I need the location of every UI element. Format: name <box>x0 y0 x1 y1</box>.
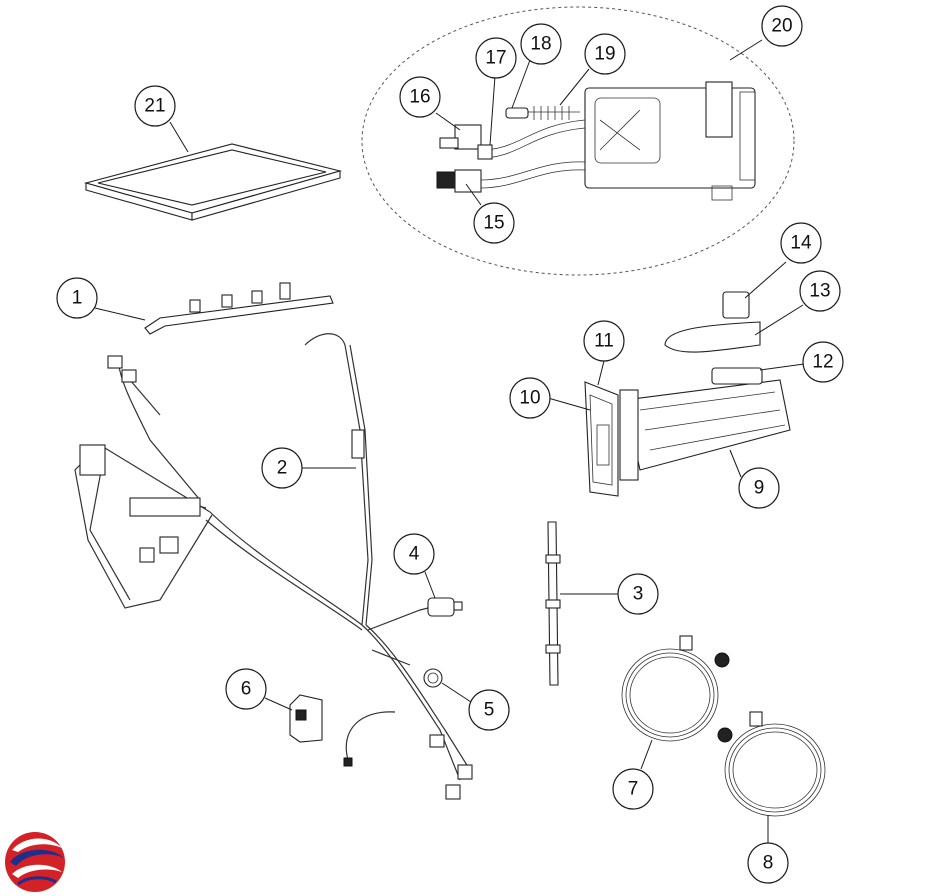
svg-text:10: 10 <box>519 388 540 409</box>
svg-text:20: 20 <box>771 16 792 37</box>
callout-17: 17 <box>475 37 517 79</box>
svg-text:2: 2 <box>277 458 288 479</box>
callout-13: 13 <box>799 270 841 312</box>
callout-20: 20 <box>761 5 803 47</box>
part-14-cap[interactable] <box>722 291 750 319</box>
svg-text:5: 5 <box>484 700 495 721</box>
callout-14: 14 <box>780 222 822 264</box>
part-5-round-sensor[interactable] <box>423 668 443 688</box>
part-4-sensor[interactable] <box>427 597 463 617</box>
svg-text:18: 18 <box>530 34 551 55</box>
svg-text:4: 4 <box>409 544 420 565</box>
svg-text:8: 8 <box>763 853 774 874</box>
part-7-inlet-hose[interactable] <box>621 635 730 742</box>
callout-9: 9 <box>738 467 780 509</box>
svg-text:12: 12 <box>812 352 833 373</box>
svg-text:19: 19 <box>594 44 615 65</box>
part-1-control-rail[interactable] <box>144 282 334 335</box>
svg-text:16: 16 <box>409 87 430 108</box>
part-13-dispenser-cup[interactable] <box>664 321 761 353</box>
part-3-bracket-strip[interactable] <box>545 521 561 686</box>
callout-4: 4 <box>393 533 435 575</box>
callout-6: 6 <box>225 668 267 710</box>
part-2-wire-harness[interactable] <box>74 333 473 800</box>
svg-text:15: 15 <box>483 213 504 234</box>
svg-text:9: 9 <box>754 478 765 499</box>
svg-text:1: 1 <box>72 288 83 309</box>
callout-16: 16 <box>399 76 441 118</box>
callout-19: 19 <box>584 33 626 75</box>
svg-text:3: 3 <box>633 584 644 605</box>
part-8-inlet-hose[interactable] <box>717 711 826 817</box>
part-6-switch-block[interactable] <box>289 694 323 743</box>
part-10-drawer-front[interactable] <box>584 381 619 497</box>
part-12-siphon[interactable] <box>711 367 763 385</box>
callout-12: 12 <box>802 341 844 383</box>
callout-5: 5 <box>468 689 510 731</box>
callout-21: 21 <box>134 85 176 127</box>
callout-11: 11 <box>583 320 625 362</box>
callout-7: 7 <box>612 768 654 810</box>
svg-text:6: 6 <box>241 679 252 700</box>
brand-logo-icon <box>5 832 65 892</box>
callout-2: 2 <box>261 447 303 489</box>
callout-1: 1 <box>56 277 98 319</box>
callout-10: 10 <box>509 377 551 419</box>
leader-lines <box>94 39 805 843</box>
part-21-top-panel[interactable] <box>83 143 343 221</box>
svg-text:13: 13 <box>809 281 830 302</box>
callout-18: 18 <box>520 23 562 65</box>
svg-text:11: 11 <box>594 331 614 352</box>
svg-text:21: 21 <box>144 96 165 117</box>
svg-text:7: 7 <box>628 779 639 800</box>
callout-15: 15 <box>473 202 515 244</box>
svg-text:14: 14 <box>790 233 812 254</box>
callout-8: 8 <box>747 842 789 884</box>
part-9-dispenser-tray[interactable] <box>619 379 791 481</box>
part-20-assembly[interactable] <box>436 81 756 201</box>
callout-3: 3 <box>617 573 659 615</box>
svg-text:17: 17 <box>485 48 506 69</box>
assembly-20-outline <box>361 6 795 276</box>
